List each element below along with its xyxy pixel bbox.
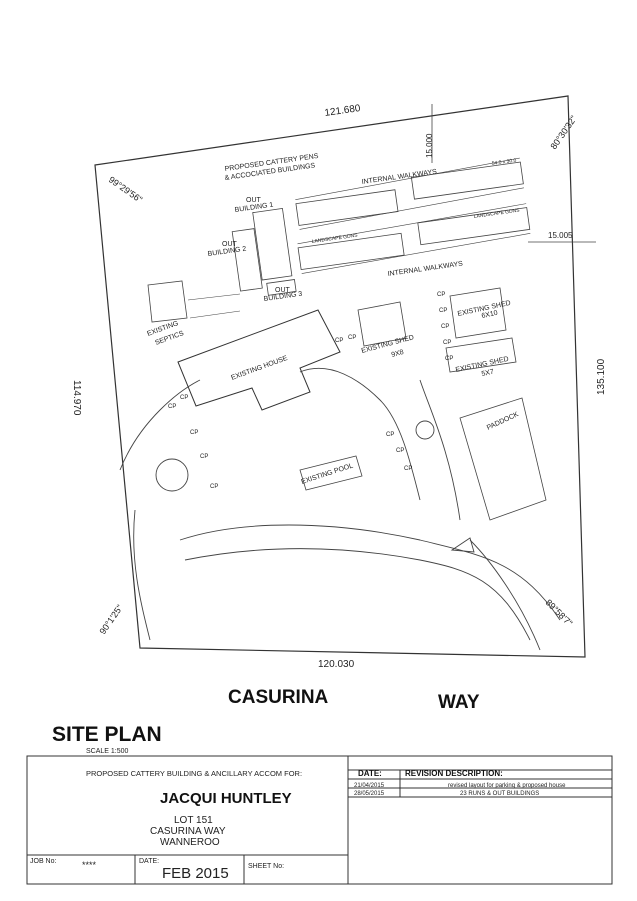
dim-right-offset: 15.005 — [548, 231, 573, 240]
svg-text:CP: CP — [180, 395, 188, 401]
out-building-2-label: OUT — [222, 241, 238, 248]
lot-boundary — [94, 95, 586, 658]
revision-date-header: DATE: — [358, 769, 382, 778]
svg-text:CP: CP — [190, 430, 198, 436]
dim-top-offset: 15.000 — [425, 133, 434, 158]
title-block-street: CASURINA WAY — [150, 826, 226, 837]
title-block-lot: LOT 151 — [174, 815, 213, 826]
existing-house-label: EXISTING HOUSE — [230, 355, 289, 382]
job-number-value: **** — [82, 860, 97, 870]
svg-text:CP: CP — [437, 292, 445, 298]
shed-9x8-label: EXISTING SHED — [361, 334, 415, 355]
revision-1-date: 21/04/2015 — [354, 783, 385, 789]
drawing-scale: SCALE 1:500 — [86, 748, 129, 755]
shed-5x7 — [445, 337, 517, 373]
paddock — [459, 397, 547, 521]
sheet-number-label: SHEET No: — [248, 863, 284, 870]
landscape-left-label: LANDSCAPE GDNS — [311, 233, 358, 245]
title-block-suburb: WANNEROO — [160, 837, 220, 848]
landscape-right-label: LANDSCAPE GDNS — [473, 208, 520, 220]
svg-text:CP: CP — [445, 356, 453, 362]
street-type: WAY — [438, 692, 480, 713]
date-value: FEB 2015 — [162, 865, 229, 882]
revision-2-date: 28/05/2015 — [354, 791, 385, 797]
shed-6x10-label-2: 6X10 — [481, 310, 499, 320]
revision-2-description: 23 RUNS & OUT BUILDINGS — [460, 791, 539, 797]
title-block-client: JACQUI HUNTLEY — [160, 790, 292, 807]
title-block-purpose: PROPOSED CATTERY BUILDING & ANCILLARY AC… — [86, 769, 302, 778]
dim-bottom: 120.030 — [318, 659, 355, 670]
out-building-2-label-2: BUILDING 2 — [207, 246, 247, 258]
svg-text:CP: CP — [348, 335, 356, 341]
existing-pool-label: EXISTING POOL — [300, 463, 354, 486]
svg-text:CP: CP — [200, 454, 208, 460]
dim-right: 135.100 — [596, 358, 607, 395]
svg-text:CP: CP — [443, 340, 451, 346]
out-building-3-label-2: BUILDING 3 — [263, 291, 303, 303]
out-building-1-label: OUT — [246, 197, 262, 204]
angle-top-left: 99°29'56" — [107, 174, 144, 204]
svg-text:CP: CP — [386, 432, 394, 438]
paddock-label: PADDOCK — [486, 411, 520, 432]
internal-walkways-bottom-label: INTERNAL WALKWAYS — [387, 260, 463, 278]
revision-1-description: revised layout for parking & proposed ho… — [448, 783, 566, 789]
street-name: CASURINA — [228, 687, 329, 708]
svg-text:CP: CP — [439, 308, 447, 314]
out-buildings — [231, 208, 297, 296]
date-label: DATE: — [139, 858, 159, 865]
existing-pool — [299, 455, 363, 491]
angle-top-right: 80°30'32" — [548, 114, 578, 151]
svg-text:CP: CP — [441, 324, 449, 330]
title-block-frame — [26, 755, 613, 885]
existing-house — [177, 309, 341, 411]
angle-bottom-right: 89°58'7" — [544, 597, 575, 628]
shed-6x10 — [449, 287, 507, 339]
revision-description-header: REVISION DESCRIPTION: — [405, 769, 503, 778]
svg-text:CP: CP — [210, 484, 218, 490]
shed-9x8 — [357, 301, 407, 347]
svg-text:CP: CP — [168, 404, 176, 410]
car-park-markers: CP CP CP CP CP CP CP CP CP CP CP CP CP C… — [168, 292, 453, 490]
existing-septics — [147, 280, 241, 323]
drawing-title: SITE PLAN — [52, 723, 162, 746]
shed-5x7-label-2: 5X7 — [481, 368, 495, 377]
job-number-label: JOB No: — [30, 858, 57, 865]
angle-bottom-left: 90°1'25" — [97, 603, 124, 636]
svg-text:CP: CP — [335, 338, 343, 344]
cattery-pens — [295, 157, 531, 274]
out-building-3-label: OUT — [275, 287, 291, 294]
walkway-size-label: 54.0 x 30.0 — [491, 158, 517, 167]
svg-text:CP: CP — [404, 466, 412, 472]
svg-text:CP: CP — [396, 448, 404, 454]
dim-left: 114.970 — [71, 380, 82, 416]
dim-top: 121.680 — [324, 103, 362, 119]
shed-9x8-label-2: 9X8 — [391, 349, 405, 359]
driveway — [119, 367, 561, 651]
internal-walkways-top-label: INTERNAL WALKWAYS — [361, 168, 437, 186]
